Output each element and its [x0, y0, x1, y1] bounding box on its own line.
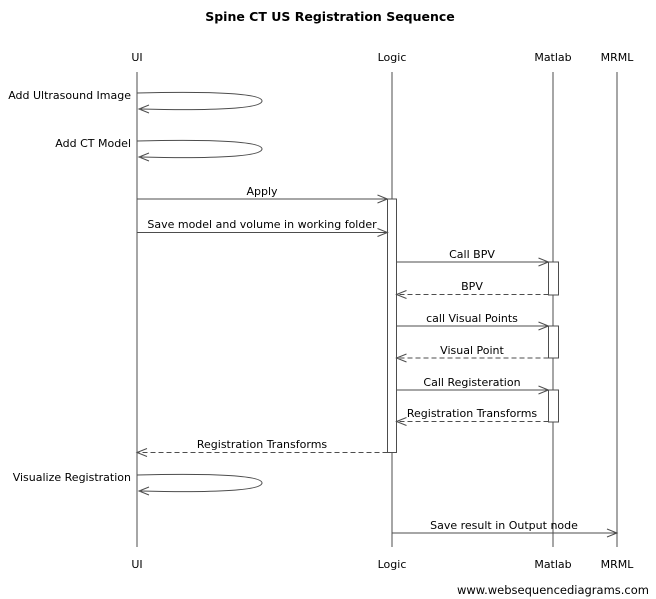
actor-label-bottom-matlab: Matlab [534, 558, 571, 571]
self-message-loop [136, 139, 263, 159]
message-label: BPV [461, 280, 483, 293]
message-label: Save model and volume in working folder [147, 218, 377, 231]
message-label: Call BPV [449, 248, 495, 261]
watermark: www.websequencediagrams.com [457, 583, 649, 597]
message-save-model: Save model and volume in working folder [137, 218, 389, 237]
arrowhead-left [395, 290, 407, 299]
arrowhead-left [395, 353, 407, 363]
actor-labels-bottom: UI Logic Matlab MRML [131, 558, 634, 571]
self-message-loop [136, 473, 263, 493]
message-add-ct-model: Add CT Model [55, 137, 263, 162]
message-save-result: Save result in Output node [392, 519, 619, 538]
arrowhead-right [538, 321, 550, 331]
arrowhead-left [135, 448, 148, 457]
arrowhead-left [137, 152, 150, 162]
message-label: Apply [246, 185, 278, 198]
message-apply: Apply [137, 185, 389, 204]
actor-label-top-matlab: Matlab [534, 51, 571, 64]
message-label: Registration Transforms [197, 438, 328, 451]
activation-logic [387, 198, 397, 453]
arrowhead-left [395, 417, 407, 426]
message-label: Call Registeration [423, 376, 520, 389]
message-registration-transforms-return: Registration Transforms [395, 407, 549, 426]
message-label: Visualize Registration [13, 471, 131, 484]
message-label: Registration Transforms [407, 407, 538, 420]
message-call-bpv: Call BPV [396, 248, 550, 267]
message-call-visual-points: call Visual Points [396, 312, 550, 331]
diagram-title: Spine CT US Registration Sequence [205, 9, 455, 24]
message-visualize-registration: Visualize Registration [13, 471, 263, 496]
message-label: Save result in Output node [430, 519, 578, 532]
message-add-ultrasound-image: Add Ultrasound Image [8, 89, 263, 114]
arrowhead-right [538, 385, 550, 395]
arrowhead-right [606, 528, 619, 538]
arrowhead-left [137, 486, 150, 496]
actor-labels-top: UI Logic Matlab MRML [131, 51, 634, 64]
message-registration-transforms-to-ui: Registration Transforms [135, 438, 388, 457]
actor-label-top-ui: UI [131, 51, 142, 64]
arrowhead-right [377, 228, 389, 237]
message-call-registeration: Call Registeration [396, 376, 550, 395]
actor-label-bottom-logic: Logic [378, 558, 407, 571]
message-bpv-return: BPV [395, 280, 549, 299]
arrowhead-left [137, 104, 150, 114]
activation-matlab-3 [548, 389, 559, 423]
arrowhead-right [538, 257, 550, 267]
actor-label-top-mrml: MRML [601, 51, 635, 64]
message-label: Add CT Model [55, 137, 131, 150]
message-label: call Visual Points [426, 312, 518, 325]
actor-label-bottom-ui: UI [131, 558, 142, 571]
self-message-loop [136, 91, 263, 111]
message-label: Add Ultrasound Image [8, 89, 131, 102]
arrowhead-right [377, 194, 389, 204]
activation-boxes [387, 198, 559, 453]
actor-label-top-logic: Logic [378, 51, 407, 64]
activation-matlab-1 [548, 261, 559, 296]
actor-label-bottom-mrml: MRML [601, 558, 635, 571]
activation-matlab-2 [548, 325, 559, 359]
message-label: Visual Point [440, 344, 504, 357]
message-visual-point-return: Visual Point [395, 344, 549, 363]
